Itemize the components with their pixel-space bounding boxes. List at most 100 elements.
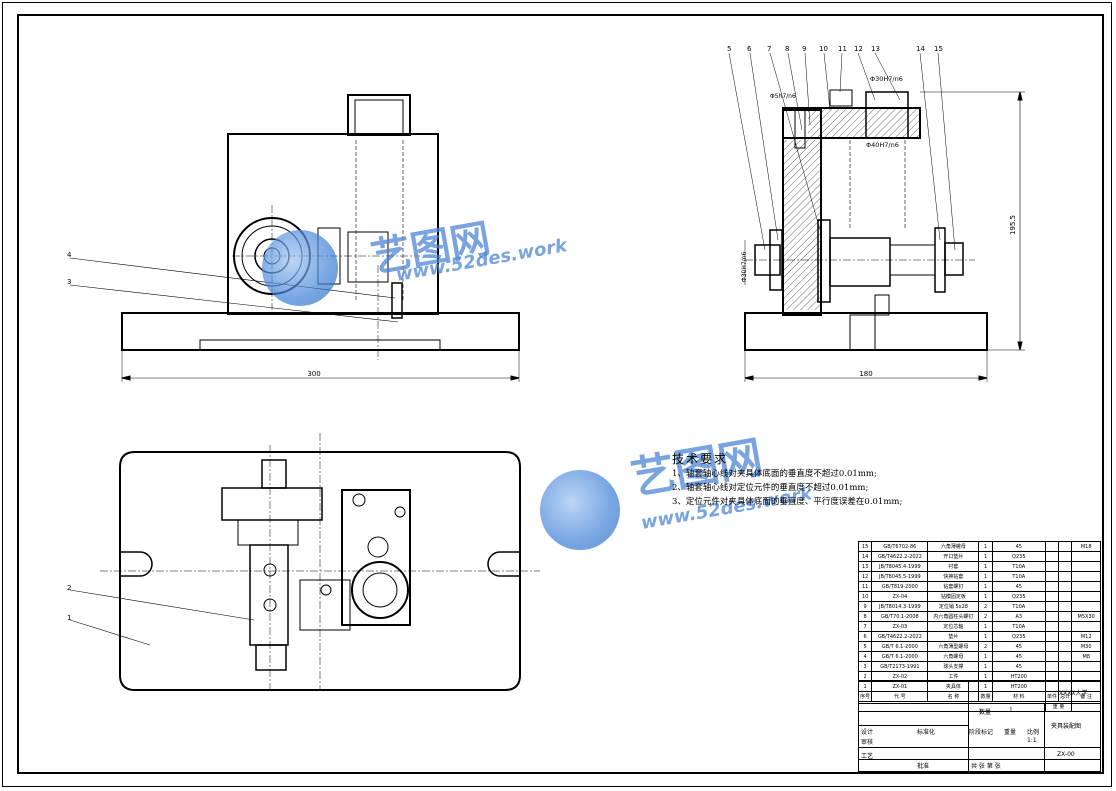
bom-cell-no: 12 [857, 571, 873, 582]
bom-cell-code: GB/T4622.2-2022 [871, 551, 929, 562]
tech-line: 3、定位元件对夹具体底面的垂直度、平行度误差在0.01mm; [672, 497, 903, 507]
stage-label: 阶段标记 [969, 729, 994, 736]
bom-cell-empty [1044, 541, 1060, 552]
bom-cell-note [1071, 661, 1101, 672]
bom-cell-empty [1044, 571, 1060, 582]
bom-cell-qty: 1 [978, 621, 993, 632]
drawing-name: 夹具装配图 [1051, 723, 1082, 730]
bom-cell-empty [1058, 651, 1073, 662]
bom-cell-no: 7 [857, 621, 873, 632]
watermark-globe-icon [262, 230, 338, 306]
bom-cell-code: GB/T2173-1991 [871, 661, 929, 672]
qty-label: 数量 [979, 709, 992, 716]
fit-label-3: Φ40H7/n6 [866, 141, 899, 149]
drawing-number: ZX-00 [1057, 751, 1075, 758]
bom-cell-qty: 1 [978, 551, 993, 562]
bom-cell-name: 定位芯轴 [927, 621, 980, 632]
bom-cell-name: 开口垫片 [927, 551, 980, 562]
bom-cell-no: 15 [857, 541, 873, 552]
bom-cell-mat: A3 [991, 611, 1046, 622]
bom-cell-code: JB/T8045.5-1999 [871, 571, 929, 582]
callout-12: 12 [854, 45, 863, 53]
callout-6: 6 [747, 45, 752, 53]
bom-cell-qty: 1 [978, 651, 993, 662]
scale-label: 比例 [1027, 729, 1040, 736]
bom-cell-code: GB/T 6.1-2000 [871, 641, 929, 652]
bom-cell-empty [1044, 631, 1060, 642]
bom-cell-code: GB/T4622.2-2022 [871, 631, 929, 642]
tech-line: 1、轴套轴心线对夹具体底面的垂直度不超过0.01mm; [672, 469, 877, 479]
callout-11: 11 [838, 45, 847, 53]
bom-cell-qty: 1 [978, 561, 993, 572]
bom-cell-empty [1058, 611, 1073, 622]
approve-label: 批准 [917, 763, 930, 770]
bom-cell-mat: T10A [991, 601, 1046, 612]
bom-cell-mat: T10A [991, 571, 1046, 582]
bom-cell-mat: 45 [991, 581, 1046, 592]
bom-cell-note [1071, 621, 1101, 632]
bom-cell-code: GB/T 6.1-2000 [871, 651, 929, 662]
weight-label: 重量 [1004, 729, 1017, 736]
bom-cell-name: 钻套螺钉 [927, 581, 980, 592]
dim-side-width: 180 [859, 370, 872, 378]
bom-cell-mat: Q235 [991, 551, 1046, 562]
bom-cell-empty [1058, 601, 1073, 612]
bom-cell-empty [1044, 611, 1060, 622]
bom-cell-no: 9 [857, 601, 873, 612]
bom-cell-note: M5X30 [1071, 611, 1101, 622]
bom-cell-code: JB/T8014.3-1999 [871, 601, 929, 612]
bom-cell-qty: 1 [978, 661, 993, 672]
callout-7: 7 [767, 45, 771, 53]
bom-cell-name: 垫片 [927, 631, 980, 642]
bom-cell-empty [1044, 661, 1060, 672]
bom-cell-empty [1044, 651, 1060, 662]
bom-cell-empty [1044, 621, 1060, 632]
bom-cell-name: 衬套 [927, 561, 980, 572]
sheets-label: 共 张 第 张 [971, 763, 1001, 770]
bom-cell-code: GB/T70.1-2008 [871, 611, 929, 622]
bom-cell-qty: 1 [978, 591, 993, 602]
bom-cell-qty: 1 [978, 581, 993, 592]
process-label: 工艺 [861, 753, 874, 760]
bom-cell-empty [1058, 621, 1073, 632]
bom-cell-empty [1058, 641, 1073, 652]
callout-1: 1 [67, 614, 71, 622]
scale-value: 1:1 [1027, 737, 1037, 744]
fit-label-4: Φ30H7/n6 [741, 251, 748, 282]
bom-cell-no: 14 [857, 551, 873, 562]
bom-cell-empty [1058, 571, 1073, 582]
top-view [69, 433, 540, 691]
inner-border [17, 14, 1104, 774]
bom-cell-name: 定位销 5x28 [927, 601, 980, 612]
bom-cell-code: ZX-03 [871, 621, 929, 632]
callout-14: 14 [916, 45, 925, 53]
bom-cell-mat: T10A [991, 621, 1046, 632]
bom-cell-mat: 45 [991, 541, 1046, 552]
watermark-globe-icon [540, 470, 620, 550]
bom-cell-note: M8 [1071, 651, 1101, 662]
bom-cell-note: M18 [1071, 541, 1101, 552]
bom-cell-empty [1058, 581, 1073, 592]
bom-cell-code: GB/T6702-86 [871, 541, 929, 552]
bom-cell-code: GB/T819-2000 [871, 581, 929, 592]
qty-value: 1 [1009, 707, 1013, 714]
tech-title: 技术要求 [672, 452, 729, 466]
bom-cell-name: 钻模固定板 [927, 591, 980, 602]
title-block: XXXX大学 夹具装配图 ZX-00 数量 1 阶段标记 重量 比例 1:1 共… [858, 680, 1101, 772]
bom-cell-mat: 45 [991, 641, 1046, 652]
bom-cell-empty [1044, 641, 1060, 652]
bom-cell-mat: T10A [991, 561, 1046, 572]
bom-cell-note [1071, 591, 1101, 602]
fit-label-2: Φ5h7/n6 [770, 93, 796, 100]
bom-cell-qty: 1 [978, 541, 993, 552]
fit-label-1: Φ30H7/n6 [870, 75, 903, 83]
